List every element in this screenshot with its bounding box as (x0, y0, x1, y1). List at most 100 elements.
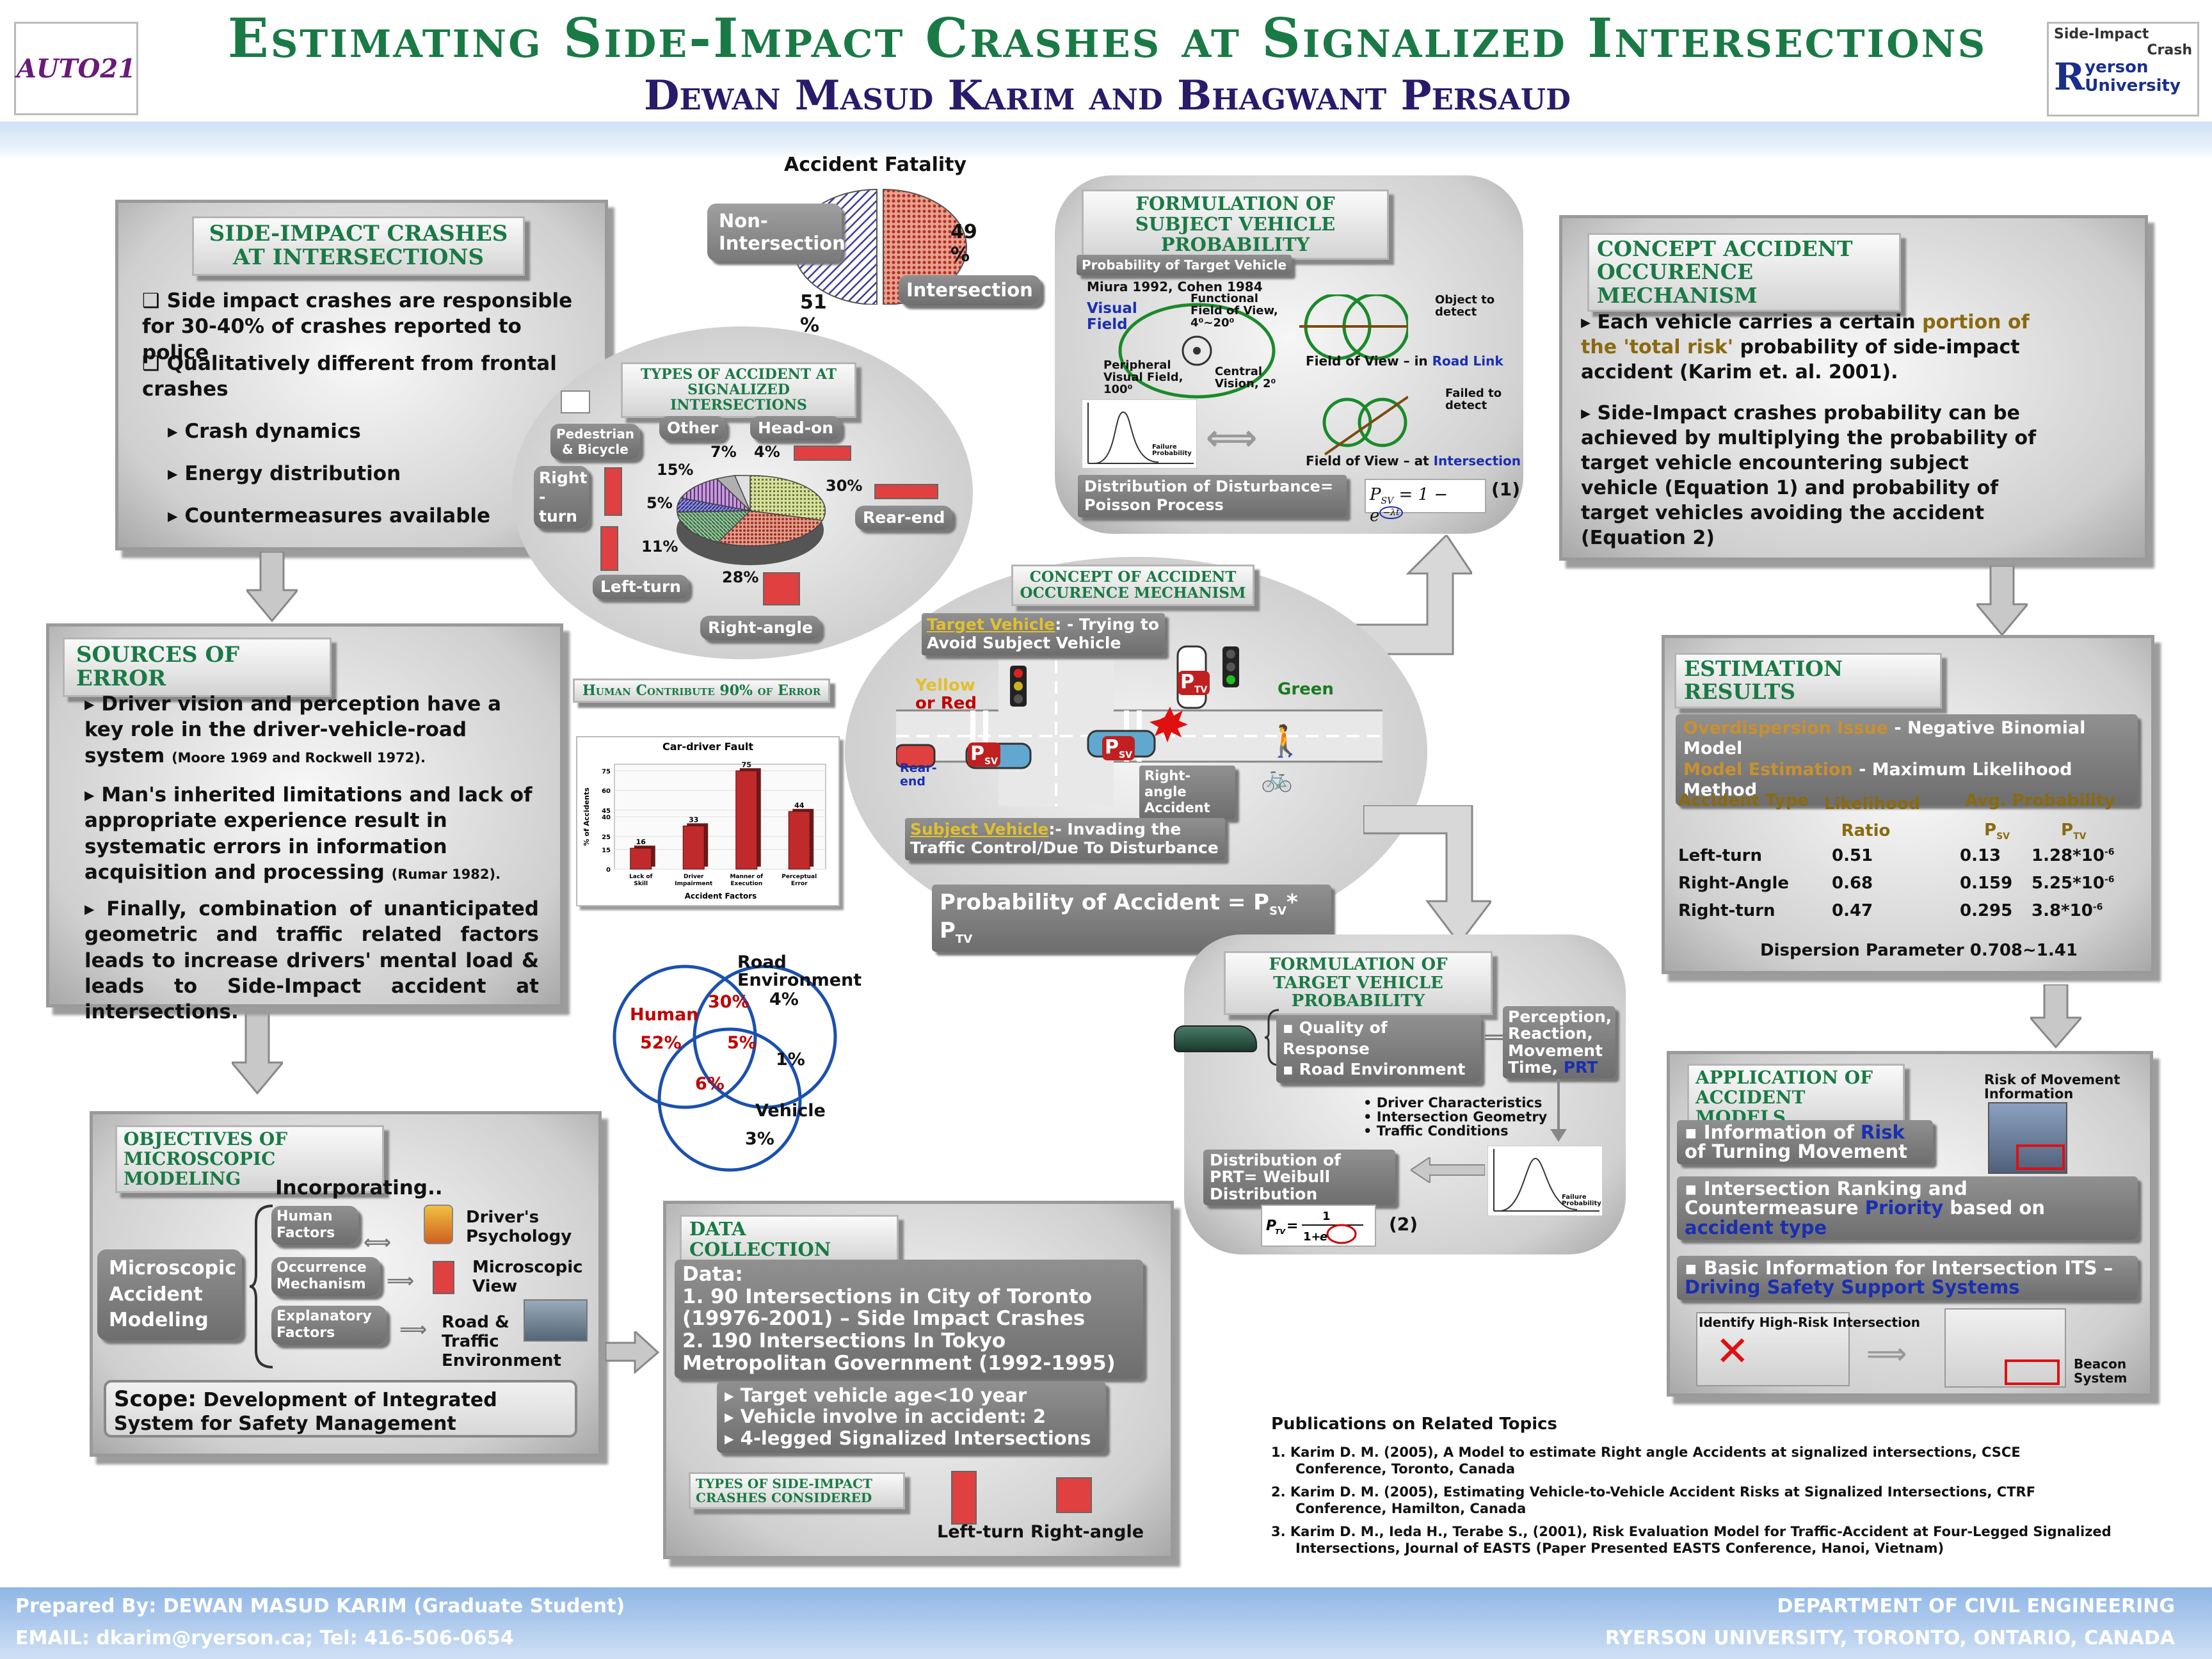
prob-star: * P (940, 890, 1298, 944)
down-arrow-application (2030, 984, 2081, 1048)
bicycle-icon: 🚲 (1261, 764, 1293, 793)
fatality-title: Accident Fatality (784, 154, 967, 176)
data-title: DATA COLLECTION (680, 1215, 899, 1265)
app-item-1: ▪ Information of Risk of Turning Movemen… (1677, 1120, 1933, 1164)
side-impact-b2: ▸ Energy distribution (168, 462, 401, 485)
ptv-exp: -6 (2104, 847, 2115, 858)
venn-rv: 1% (776, 1050, 805, 1070)
types-5: 5% (646, 494, 673, 512)
red-x-icon: ✕ (1715, 1328, 1750, 1375)
eq1-rest: = 1 − e (1370, 485, 1448, 526)
side-impact-p2: ❑ Qualitatively different from frontal c… (142, 352, 557, 401)
car-icon-left-turn (600, 526, 618, 571)
subject-refs: Miura 1992, Cohen 1984 (1087, 279, 1263, 294)
risk-info-label: Risk of Movement Information (1984, 1072, 2120, 1102)
pv-badge-1: PTV (1178, 671, 1210, 695)
car-icon-micro (433, 1261, 454, 1294)
result-road: Road & Traffic Environment (442, 1313, 561, 1370)
footer (0, 1587, 2212, 1659)
chart-data-label: 33 (689, 815, 698, 824)
prt-text: Perception, Reaction, Movement Time, (1508, 1007, 1612, 1077)
chart-ytick: 40 (602, 814, 611, 821)
prob-text: Probability of Accident = P (940, 890, 1270, 915)
types-rearend-label: Rear-end (855, 506, 953, 530)
cr-p1c: probability of side-impact accident (Kar… (1581, 336, 2020, 383)
table-row: Right-Angle 0.68 0.159 5.25*10-6 (1678, 874, 2139, 901)
peripheral-label: Peripheral Visual Field, 100⁰ (1103, 358, 1183, 396)
up-arrow-subject (1344, 535, 1472, 655)
visual-field-diagram (1118, 294, 1408, 456)
types-7: 7% (710, 443, 737, 461)
eq1-exp: −λt (1379, 506, 1403, 519)
model-box: Microscopic Accident Modeling (97, 1249, 242, 1340)
venn-road-label: Road Environment (737, 952, 862, 991)
types-other-label: Other (659, 416, 726, 440)
data-b2: ▸ Vehicle involve in accident: 2 (725, 1406, 1046, 1428)
cell-ptv: 5.25*10-6 (2032, 874, 2115, 901)
app-i3b: Driving Safety Support Systems (1685, 1276, 2020, 1299)
footer-email: EMAIL: dkarim@ryerson.ca; Tel: 416-506-0… (15, 1627, 514, 1649)
app-i2c: based on (1943, 1197, 2045, 1219)
side-impact-p1: ❑ Side impact crashes are responsible fo… (142, 289, 573, 364)
h-ptv: PTV (2061, 821, 2086, 842)
weibull-box: Distribution of PRT= Weibull Distributio… (1203, 1150, 1395, 1205)
chart-data-label: 44 (794, 801, 805, 810)
errors-p1-text: ▸ Driver vision and perception have a ke… (84, 693, 501, 767)
result-psychology: Driver's Psychology (466, 1208, 572, 1246)
beacon-highlight (2005, 1359, 2060, 1385)
green-label: Green (1278, 680, 1334, 699)
chart-bar (788, 811, 810, 870)
types-right-label: Right -turn (534, 466, 589, 529)
cell-psv: 0.159 (1960, 874, 2013, 893)
cell-type: Left-turn (1678, 846, 1763, 865)
errors-p2-text: ▸ Man's inherited limitations and lack o… (84, 783, 533, 884)
types-slice-right-angle (717, 510, 824, 547)
venn-diagram (613, 965, 837, 1172)
logo-line-2: Crash (2147, 42, 2192, 58)
ptv-val: 3.8*10 (2032, 901, 2093, 920)
arrow-human: ⟺ (364, 1231, 392, 1254)
car-icon-data-left (951, 1471, 977, 1525)
pv1: P (1180, 671, 1194, 693)
driver-icon (424, 1205, 453, 1244)
cr-p1b: portion of the 'total risk' (1581, 311, 2030, 358)
types-pie (676, 474, 826, 565)
data-d3: 2. 190 Intersections In Tokyo Metropolit… (682, 1329, 1116, 1375)
types-slice-rear-end (749, 475, 826, 521)
app-i2a: ▪ Intersection Ranking and Countermeasur… (1685, 1178, 1968, 1219)
od2: - Negative Binomial Model (1683, 718, 2086, 759)
objectives-brace (250, 1205, 273, 1368)
footer-dept: DEPARTMENT OF CIVIL ENGINEERING (1777, 1595, 2175, 1617)
side-impact-b3: ▸ Countermeasures available (168, 504, 491, 527)
factor-human: Human Factors (271, 1206, 358, 1245)
data-d1: Data: (682, 1263, 743, 1286)
failure-prob-graph-1 (1082, 399, 1197, 469)
pv3-sub: SV (984, 757, 998, 767)
cell-type: Right-turn (1678, 901, 1775, 920)
venn-human-circle (613, 965, 757, 1109)
road-icon (524, 1299, 588, 1342)
failure-label-2: Failure Probability (1562, 1194, 1601, 1207)
venn-vehicle-label: Vehicle (755, 1101, 826, 1121)
incorporating: Incorporating.. (275, 1176, 443, 1199)
ptv-val: 5.25*10 (2032, 874, 2104, 893)
fatality-51: 51 % (800, 291, 827, 337)
venn-human-pct: 52% (640, 1033, 682, 1053)
target-equation-svg: P TV = 1 1+ e (1266, 1210, 1363, 1244)
subject-label-2: :- Invading the Traffic Control/Due To D… (910, 820, 1219, 857)
scope-text: Development of Integrated System for Saf… (114, 1389, 497, 1435)
fov-int-link: Intersection (1433, 453, 1521, 469)
car-icon-right-angle (763, 572, 800, 605)
chart-xtick: Perceptual (781, 874, 817, 880)
factor-occurrence: Occurrence Mechanism (271, 1257, 380, 1296)
results-table: Left-turn 0.51 0.13 1.28*10-6 Right-Angl… (1678, 846, 2139, 929)
failed-detect-label: Failed to detect (1445, 387, 1502, 412)
data-d2: 1. 90 Intersections in City of Toronto (… (682, 1285, 1093, 1331)
side-impact-b1: ▸ Crash dynamics (168, 420, 361, 443)
cell-type: Right-Angle (1678, 874, 1790, 893)
cell-ptv: 1.28*10-6 (2032, 846, 2115, 874)
target-title: FORMULATION OF TARGET VEHICLE PROBABILIT… (1224, 951, 1493, 1015)
fov-road-link: Road Link (1432, 353, 1503, 369)
identify-label: Identify High-Risk Intersection (1699, 1315, 1920, 1330)
